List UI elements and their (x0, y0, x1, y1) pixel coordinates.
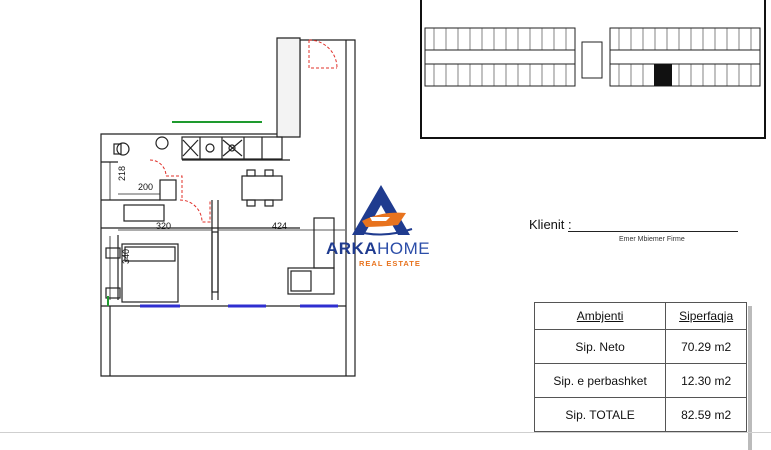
row-label: Sip. TOTALE (533, 397, 667, 432)
bottom-divider (0, 432, 771, 433)
logo-word-light: HOME (377, 239, 431, 258)
header-ambjenti: Ambjenti (533, 302, 667, 330)
row-value: 70.29 m2 (665, 329, 747, 364)
logo-tagline: REAL ESTATE (359, 259, 421, 268)
row-label: Sip. e perbashket (533, 363, 667, 398)
dim-218: 218 (117, 166, 127, 181)
dim-320: 320 (156, 221, 171, 231)
client-label: Klienit : (529, 217, 572, 232)
header-siperfaqja: Siperfaqja (665, 302, 747, 330)
dim-340: 340 (121, 249, 131, 264)
dim-200: 200 (138, 182, 153, 192)
key-plan (420, 0, 766, 139)
dim-424: 424 (272, 221, 287, 231)
area-table-header: Ambjenti Siperfaqja (533, 302, 747, 330)
highlighted-unit (654, 64, 672, 86)
row-value: 12.30 m2 (665, 363, 747, 398)
client-signature-line (568, 231, 738, 232)
table-row: Sip. Neto 70.29 m2 (533, 329, 747, 364)
area-table: Ambjenti Siperfaqja Sip. Neto 70.29 m2 S… (533, 302, 747, 432)
apartment-outline (100, 39, 356, 377)
table-row: Sip. e perbashket 12.30 m2 (533, 363, 747, 398)
row-value: 82.59 m2 (665, 397, 747, 432)
table-row: Sip. TOTALE 82.59 m2 (533, 397, 747, 432)
row-label: Sip. Neto (533, 329, 667, 364)
key-plan-drawing (424, 27, 761, 87)
signature-caption: Emer Mbiemer Firme (619, 236, 685, 243)
arkahome-logo: ARKAHOME REAL ESTATE (326, 183, 446, 273)
logo-word-bold: ARKA (326, 239, 378, 258)
logo-mark-icon (352, 185, 413, 236)
table-scrollbar[interactable] (748, 306, 752, 450)
logo-wordmark: ARKAHOME (326, 239, 446, 259)
